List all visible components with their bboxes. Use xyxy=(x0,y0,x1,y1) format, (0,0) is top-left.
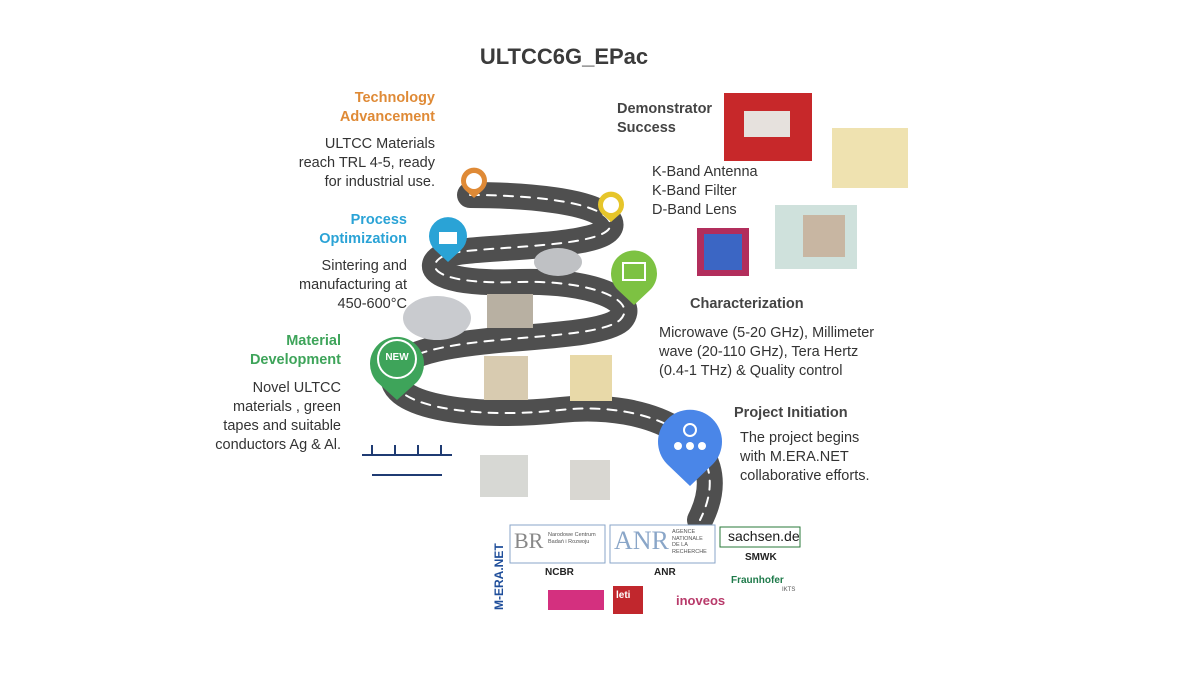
characterization-description: Microwave (5-20 GHz), Millimeter wave (2… xyxy=(659,324,904,381)
characterization-desc-line: Microwave (5-20 GHz), Millimeter xyxy=(659,325,875,341)
material-desc-line: materials , green xyxy=(233,399,341,415)
material-description: Novel ULTCC materials , green tapes and … xyxy=(181,379,341,455)
technology-title: Technology Advancement xyxy=(300,89,435,127)
process-desc-line: Sintering and xyxy=(321,258,407,274)
meranet-logo-text: M-ERA.NET xyxy=(492,543,506,610)
material-desc-line: Novel ULTCC xyxy=(252,380,341,396)
anr-text: NATIONALE xyxy=(672,535,703,542)
sachsen-logo: sachsen.de xyxy=(728,528,800,544)
fraunhofer-sub: IKTS xyxy=(782,587,796,593)
demonstrator-item: K-Band Filter xyxy=(652,183,737,199)
technology-title-line2: Advancement xyxy=(339,109,435,125)
process-title-line1: Process xyxy=(350,212,407,228)
pin-demonstrator xyxy=(598,191,624,222)
anr-mark: ANR xyxy=(614,526,669,555)
initiation-desc-line: collaborative efforts. xyxy=(740,468,870,484)
technology-title-line1: Technology xyxy=(354,90,435,106)
material-title: Material Development xyxy=(221,332,341,370)
demonstrator-items: K-Band Antenna K-Band Filter D-Band Lens xyxy=(652,163,782,220)
demonstrator-item: K-Band Antenna xyxy=(652,164,758,180)
fraunhofer-logo: Fraunhofer xyxy=(731,575,784,586)
anr-text: RECHERCHE xyxy=(672,548,707,555)
pin-material xyxy=(370,336,424,400)
pin-technology xyxy=(461,167,487,198)
powder-photo xyxy=(534,248,582,276)
page-title: ULTCC6G_EPac xyxy=(479,44,649,69)
tape-sheet-photo xyxy=(480,455,528,497)
process-desc-line: 450-600°C xyxy=(337,296,407,312)
process-title: Process Optimization xyxy=(287,211,407,249)
characterization-desc-line: (0.4-1 THz) & Quality control xyxy=(659,363,843,379)
flexible-tape-photo xyxy=(570,355,612,401)
ncbr-text: Narodowe Centrum xyxy=(548,532,596,538)
leti-logo xyxy=(613,586,643,614)
anr-text: DE LA xyxy=(672,542,688,548)
material-desc-line: tapes and suitable xyxy=(223,418,341,434)
initiation-desc-line: The project begins xyxy=(740,430,860,446)
process-diagram xyxy=(362,445,452,476)
anr-text: AGENCE xyxy=(672,529,696,535)
pin-characterization xyxy=(611,250,658,305)
material-title-line2: Development xyxy=(249,352,341,368)
technology-desc-line: reach TRL 4-5, ready xyxy=(298,155,435,171)
logos-area xyxy=(509,524,801,614)
characterization-desc-line: wave (20-110 GHz), Tera Hertz xyxy=(659,344,859,360)
process-title-line2: Optimization xyxy=(319,231,407,247)
demonstrator-title-line1: Demonstrator xyxy=(617,101,713,117)
initiation-desc-line: with M.ERA.NET xyxy=(740,449,849,465)
technology-desc-line: ULTCC Materials xyxy=(324,136,435,152)
ncbr-label: NCBR xyxy=(545,567,574,578)
substrate-photo xyxy=(570,460,610,500)
pin-initiation xyxy=(657,409,722,486)
process-desc-line: manufacturing at xyxy=(298,277,407,293)
smwk-label: SMWK xyxy=(745,552,777,563)
anr-logo: ANR AGENCE NATIONALE DE LA RECHERCHE xyxy=(614,526,714,556)
initiation-title: Project Initiation xyxy=(734,405,848,421)
green-tape-photo xyxy=(484,356,528,400)
leti-text: leti xyxy=(616,590,631,601)
material-desc-line: conductors Ag & Al. xyxy=(215,437,341,453)
meranet-logo: M-ERA.NET xyxy=(482,520,514,615)
initiation-description: The project begins with M.ERA.NET collab… xyxy=(740,429,900,486)
process-description: Sintering and manufacturing at 450-600°C xyxy=(262,257,407,314)
filter-board-photo xyxy=(832,128,908,188)
ncbr-logo: BR Narodowe Centrum Badań i Rozwoju xyxy=(514,528,596,553)
demonstrator-title: Demonstrator Success xyxy=(617,100,727,138)
pin-process xyxy=(429,217,467,262)
characterization-title: Characterization xyxy=(690,296,804,312)
new-badge-icon: NEW xyxy=(385,352,409,363)
sintered-sample-photo xyxy=(487,294,533,328)
demonstrator-title-line2: Success xyxy=(617,120,676,136)
technology-desc-line: for industrial use. xyxy=(324,174,435,190)
demonstrator-item: D-Band Lens xyxy=(652,202,737,218)
material-title-line1: Material xyxy=(286,333,341,349)
technology-description: ULTCC Materials reach TRL 4-5, ready for… xyxy=(265,135,435,192)
ameo-logo xyxy=(548,590,604,610)
ncbr-text: Badań i Rozwoju xyxy=(548,539,590,545)
inoveos-logo: inoveos xyxy=(676,593,726,608)
microstructure-photo xyxy=(403,296,471,340)
anr-label: ANR xyxy=(654,567,676,578)
sample-photos xyxy=(403,93,908,500)
winding-road xyxy=(380,182,723,533)
